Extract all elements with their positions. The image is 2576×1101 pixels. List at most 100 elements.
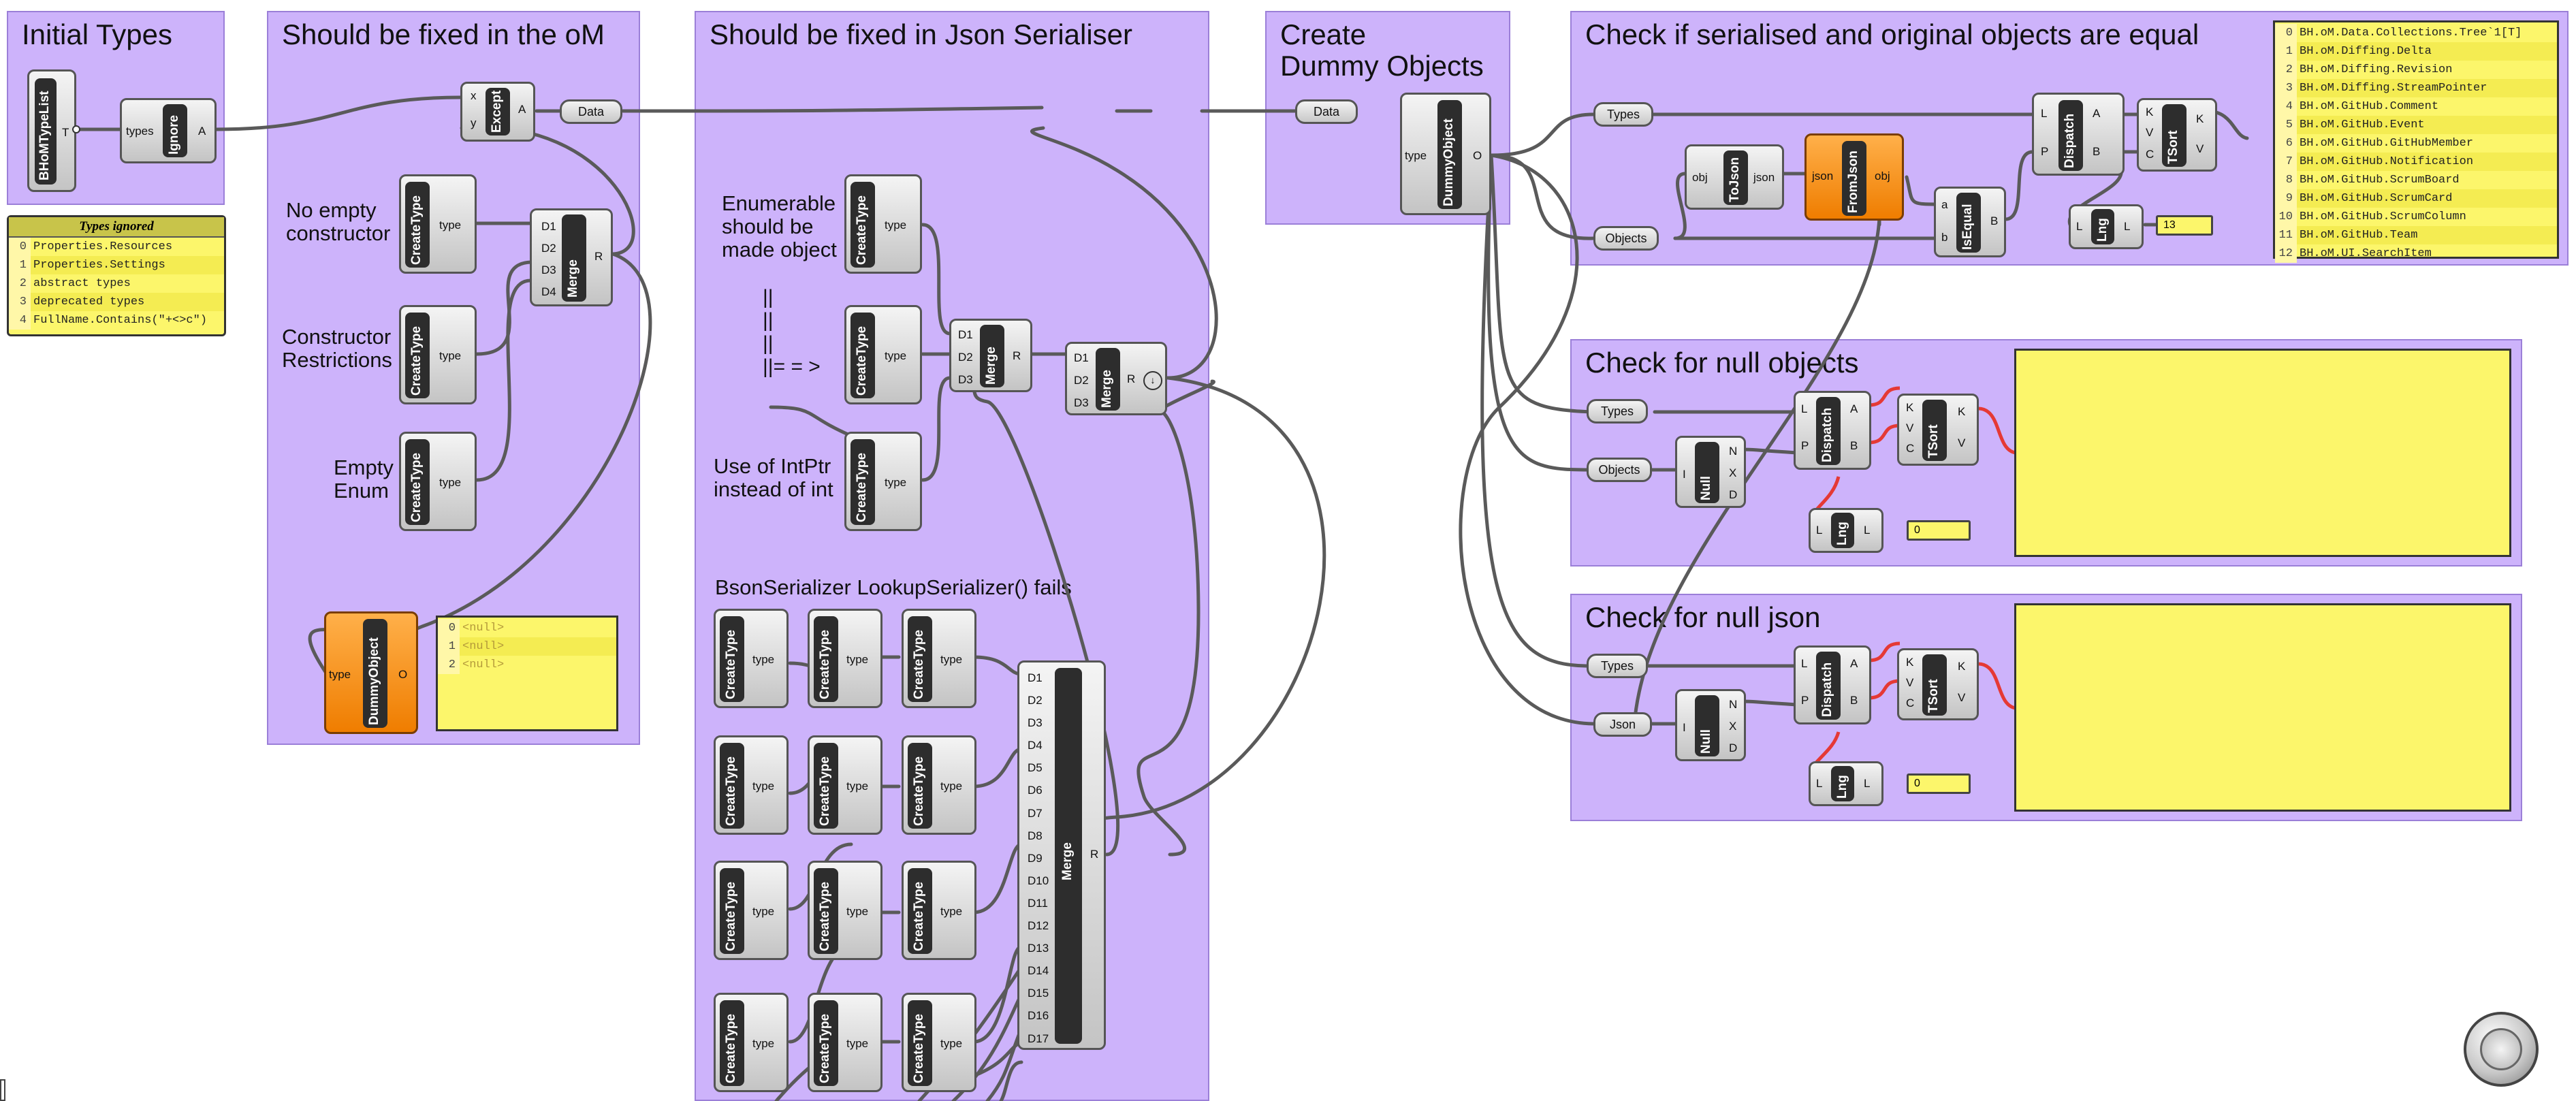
component-name: BHoMTypeList	[37, 91, 52, 180]
objects-param[interactable]: Objects	[1587, 458, 1652, 482]
createtype-component[interactable]: CreateType type	[844, 432, 922, 531]
component-name: CreateType	[724, 1013, 738, 1083]
row-value: BH.oM.GitHub.Event	[2300, 118, 2425, 131]
types-param[interactable]: Types	[1587, 654, 1648, 678]
output-label-v: V	[1958, 436, 1966, 449]
dispatch-component[interactable]: L P Dispatch A B	[1794, 391, 1871, 470]
input-label: D1	[1074, 351, 1089, 364]
compass-inner	[2480, 1028, 2522, 1070]
output-label: L	[2124, 220, 2131, 233]
component-strip	[35, 78, 57, 185]
input-label: type	[1405, 149, 1427, 162]
component-name: Null	[1699, 729, 1713, 754]
null-json-panel[interactable]	[2014, 603, 2511, 812]
input-label-p: P	[2041, 145, 2049, 158]
types-param[interactable]: Types	[1587, 399, 1648, 424]
input-label-l: L	[1801, 657, 1808, 670]
lng-component[interactable]: L Lng L	[1809, 508, 1883, 553]
ignore-component[interactable]: types Ignore A	[120, 98, 217, 163]
input-label: D11	[1028, 896, 1048, 910]
lng-component[interactable]: L Lng L	[2069, 204, 2144, 249]
tsort-component[interactable]: K V C TSort K V	[1897, 394, 1979, 466]
row-index: 6	[2275, 134, 2297, 153]
input-label-a: a	[1941, 198, 1948, 211]
bhom-type-list-component[interactable]: BHoMTypeList T	[27, 69, 76, 192]
merge-component[interactable]: D1 D2 D3 Merge R	[949, 319, 1032, 392]
input-label: D8	[1028, 829, 1043, 842]
input-label: D14	[1028, 964, 1049, 978]
note-no-empty-constructor: No empty constructor	[286, 198, 391, 245]
dispatch-component[interactable]: L P Dispatch A B	[2032, 93, 2125, 176]
flatten-icon[interactable]: ↓	[1143, 371, 1162, 390]
component-strip	[850, 439, 875, 525]
isequal-component[interactable]: a b IsEqual B	[1934, 187, 2006, 257]
null-component[interactable]: I Null N X D	[1675, 436, 1746, 508]
tsort-component[interactable]: K V C TSort K V	[1897, 648, 1979, 720]
createtype-component[interactable]: CreateType type	[399, 174, 477, 274]
createtype-component[interactable]: CreateType type	[844, 305, 922, 404]
output-label: type	[846, 905, 869, 918]
createtype-component[interactable]: CreateType type	[399, 305, 477, 404]
merge-component[interactable]: D1 D2 D3 Merge R ↓	[1065, 342, 1167, 415]
output-label-k: K	[2196, 112, 2204, 125]
input-label-v: V	[1906, 676, 1914, 689]
input-label: D12	[1028, 919, 1049, 933]
component-name: Except	[490, 90, 504, 133]
createtype-component[interactable]: CreateType type	[844, 174, 922, 274]
row-value: deprecated types	[33, 296, 145, 308]
null-objects-panel[interactable]	[2014, 349, 2511, 557]
null-output-panel[interactable]: 0<null>1<null>2<null>	[436, 616, 618, 731]
data-param[interactable]: Data	[560, 99, 622, 124]
count-panel[interactable]: 0	[1907, 773, 1971, 794]
panel-row: 1<null>	[438, 637, 616, 656]
component-name: IsEqual	[1960, 204, 1975, 250]
dummyobject-component[interactable]: type DummyObject O	[1400, 93, 1491, 215]
input-label-b: b	[1941, 231, 1948, 244]
row-value: BH.oM.Diffing.StreamPointer	[2300, 82, 2487, 95]
count-panel[interactable]: 13	[2156, 215, 2213, 236]
data-param[interactable]: Data	[1295, 99, 1358, 124]
tojson-component[interactable]: obj ToJson json	[1685, 144, 1784, 210]
note-empty-enum: Empty Enum	[334, 456, 394, 502]
output-label-x: X	[1729, 720, 1737, 733]
lng-component[interactable]: L Lng L	[1809, 761, 1883, 806]
row-value: abstract types	[33, 277, 131, 290]
objects-param[interactable]: Objects	[1593, 226, 1659, 251]
output-port[interactable]	[72, 125, 80, 133]
fromjson-component[interactable]: json FromJson obj	[1804, 133, 1904, 221]
count-panel[interactable]: 0	[1907, 520, 1971, 541]
except-component[interactable]: x y Except A	[460, 82, 535, 142]
output-label-v: V	[1958, 691, 1966, 704]
input-label-p: P	[1801, 694, 1809, 707]
row-index: 9	[2275, 189, 2297, 208]
null-component[interactable]: I Null N X D	[1675, 689, 1746, 761]
json-param[interactable]: Json	[1593, 712, 1652, 737]
merge-component[interactable]: D1 D2 D3 D4 Merge R	[530, 208, 613, 306]
row-value: BH.oM.GitHub.GitHubMember	[2300, 137, 2474, 150]
dummyobject-component[interactable]: type DummyObject O	[324, 611, 418, 734]
tsort-component[interactable]: K V C TSort K V	[2137, 98, 2217, 172]
types-param[interactable]: Types	[1593, 102, 1653, 127]
createtype-component[interactable]: CreateType type	[399, 432, 477, 531]
navigation-compass-icon[interactable]	[2464, 1012, 2539, 1087]
dispatch-component[interactable]: L P Dispatch A B	[1794, 645, 1871, 724]
